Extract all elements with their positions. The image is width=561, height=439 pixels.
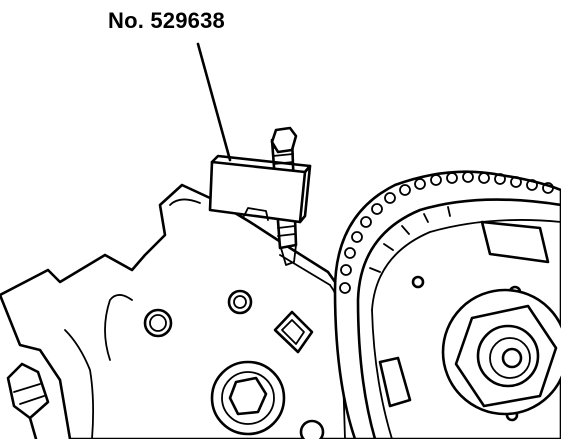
- sprocket-center-bolt: [501, 347, 523, 369]
- timing-chain: [339, 171, 554, 294]
- cam-sprocket: [333, 170, 561, 439]
- sprocket-window-left: [378, 356, 412, 408]
- housing-hole-2: [143, 308, 173, 338]
- lower-bolt-hex: [228, 376, 268, 416]
- sprocket-window-top: [480, 220, 550, 264]
- diamond-boss: [273, 310, 314, 354]
- housing-hole-3: [299, 419, 325, 439]
- tool-529638: [208, 126, 312, 266]
- leader-line: [196, 42, 232, 162]
- housing-hole-1: [227, 289, 253, 315]
- left-fitting: [6, 362, 50, 420]
- engine-housing: [0, 183, 357, 439]
- part-number-label: No. 529638: [108, 8, 225, 33]
